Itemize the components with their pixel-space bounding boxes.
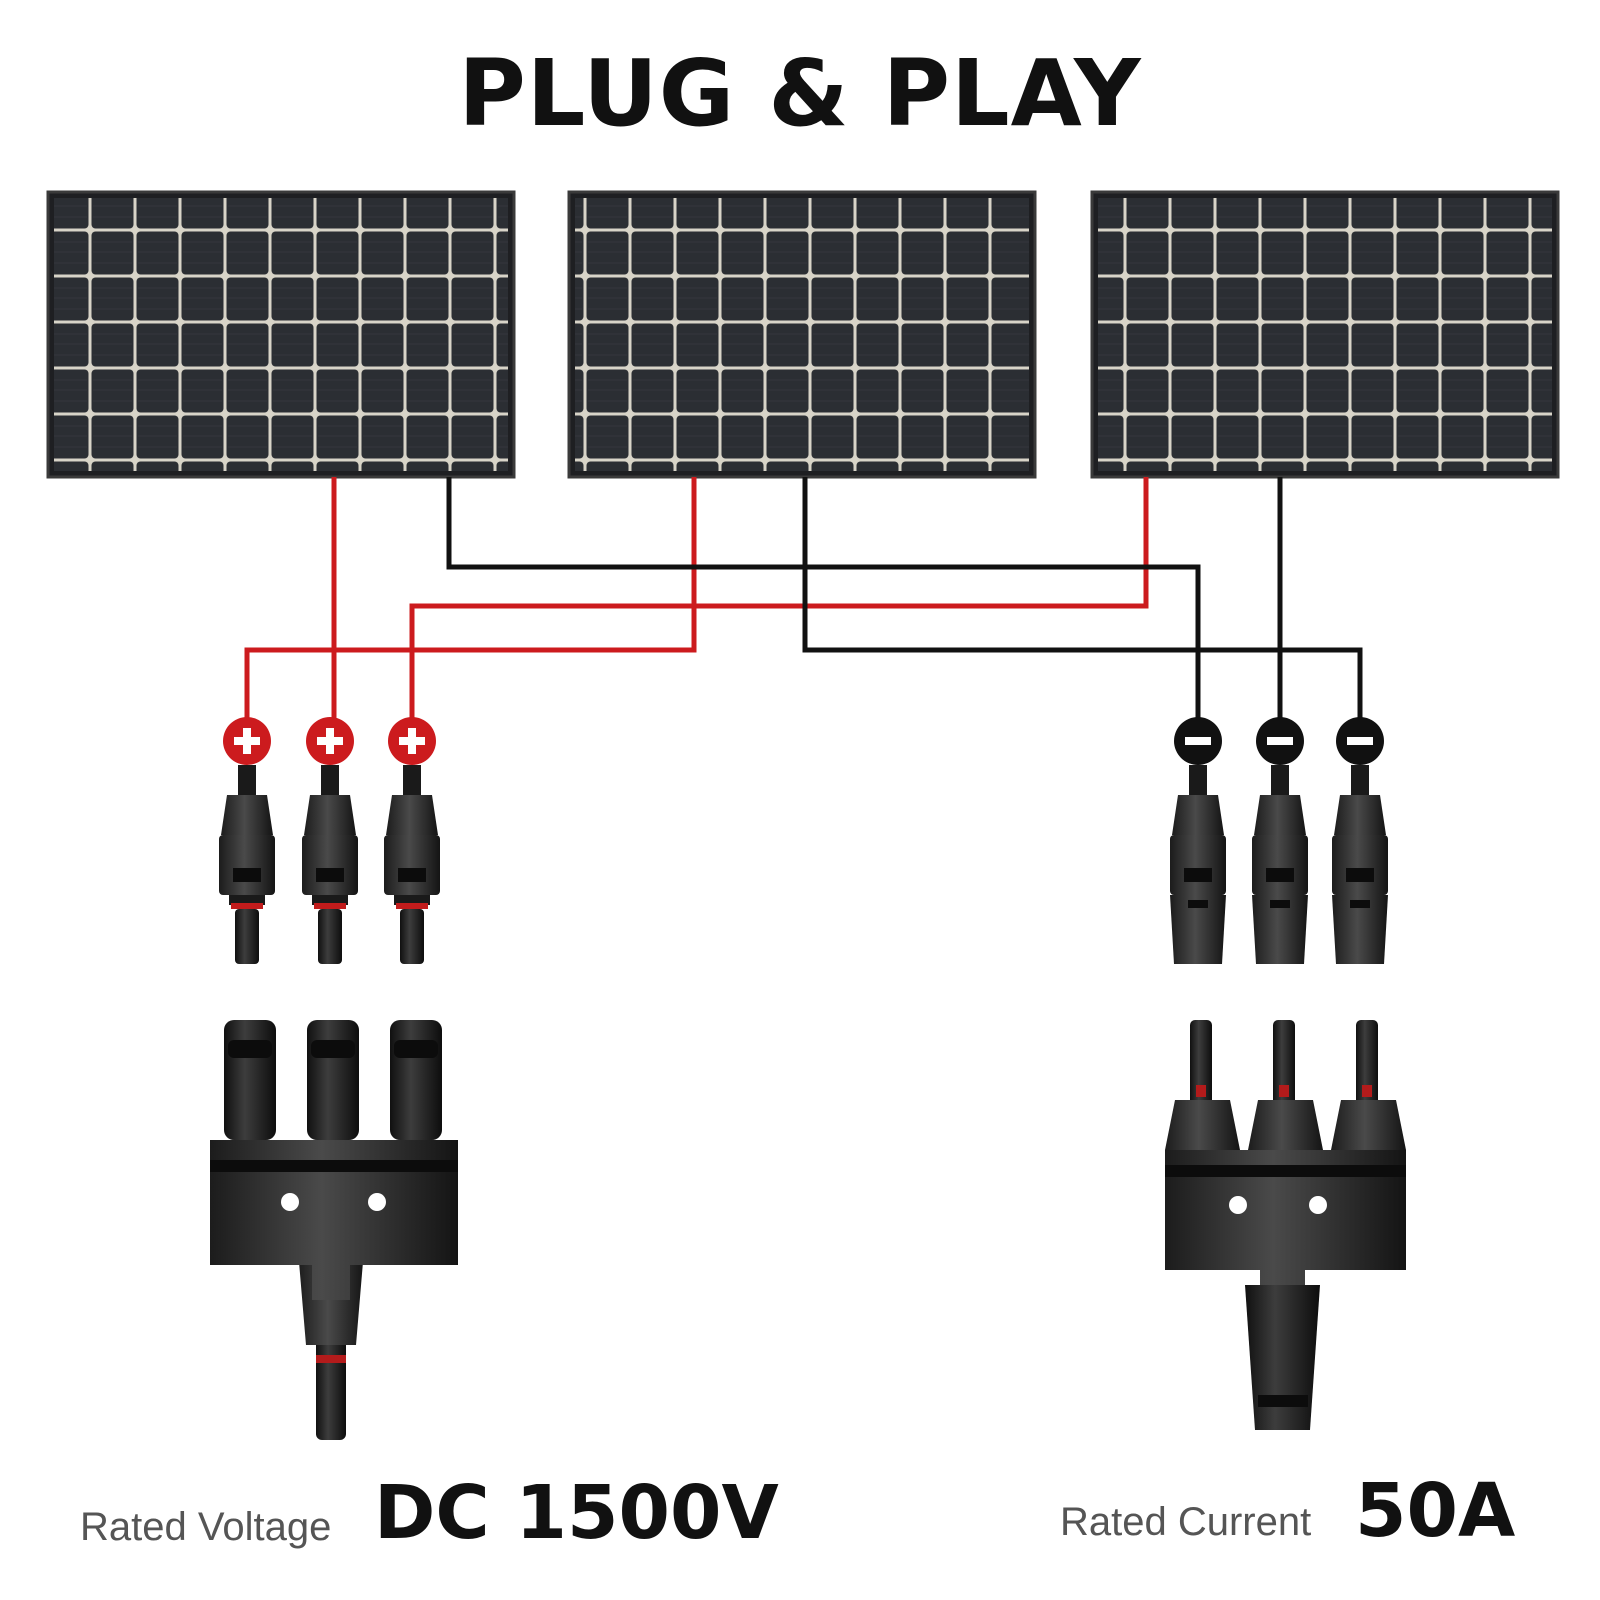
- solar-panel-2: [567, 190, 1037, 479]
- rated-voltage-label: Rated Voltage: [80, 1505, 332, 1549]
- page-title: PLUG & PLAY: [458, 40, 1142, 147]
- positive-wire-panel-2: [244, 477, 697, 744]
- rated-current-label: Rated Current: [1060, 1500, 1312, 1544]
- rated-voltage: Rated Voltage: [80, 1505, 331, 1550]
- solar-panel-3: [1090, 190, 1560, 479]
- female-connector-2: [302, 765, 358, 964]
- negative-wires: [446, 477, 1363, 744]
- negative-badge-3: [1336, 717, 1384, 765]
- branch-connector-negative: [1165, 1020, 1406, 1430]
- branch-connector-positive: [210, 1020, 458, 1440]
- female-connector-3: [384, 765, 440, 964]
- rated-current-value: 50A: [1355, 1468, 1516, 1554]
- female-connector-1: [219, 765, 275, 964]
- negative-wire-panel-1: [446, 477, 1201, 744]
- solar-panels: [46, 190, 1560, 479]
- rated-current: Rated Current: [1060, 1500, 1311, 1545]
- male-connector-2: [1252, 765, 1308, 964]
- positive-badge-2: [306, 717, 354, 765]
- solar-panel-1: [46, 190, 516, 479]
- polarity-badges: [223, 717, 1384, 765]
- positive-badge-1: [223, 717, 271, 765]
- positive-wires: [244, 477, 1149, 744]
- male-connector-3: [1332, 765, 1388, 964]
- negative-badge-1: [1174, 717, 1222, 765]
- rated-current-value-wrap: 50A: [1355, 1468, 1515, 1554]
- rated-voltage-value: DC 1500V: [374, 1470, 779, 1556]
- positive-badge-3: [388, 717, 436, 765]
- rated-voltage-value-wrap: DC 1500V: [374, 1470, 779, 1556]
- negative-wire-panel-2: [802, 477, 1363, 744]
- single-connectors: [219, 765, 1388, 964]
- male-connector-1: [1170, 765, 1226, 964]
- positive-wire-panel-3: [409, 477, 1149, 744]
- negative-badge-2: [1256, 717, 1304, 765]
